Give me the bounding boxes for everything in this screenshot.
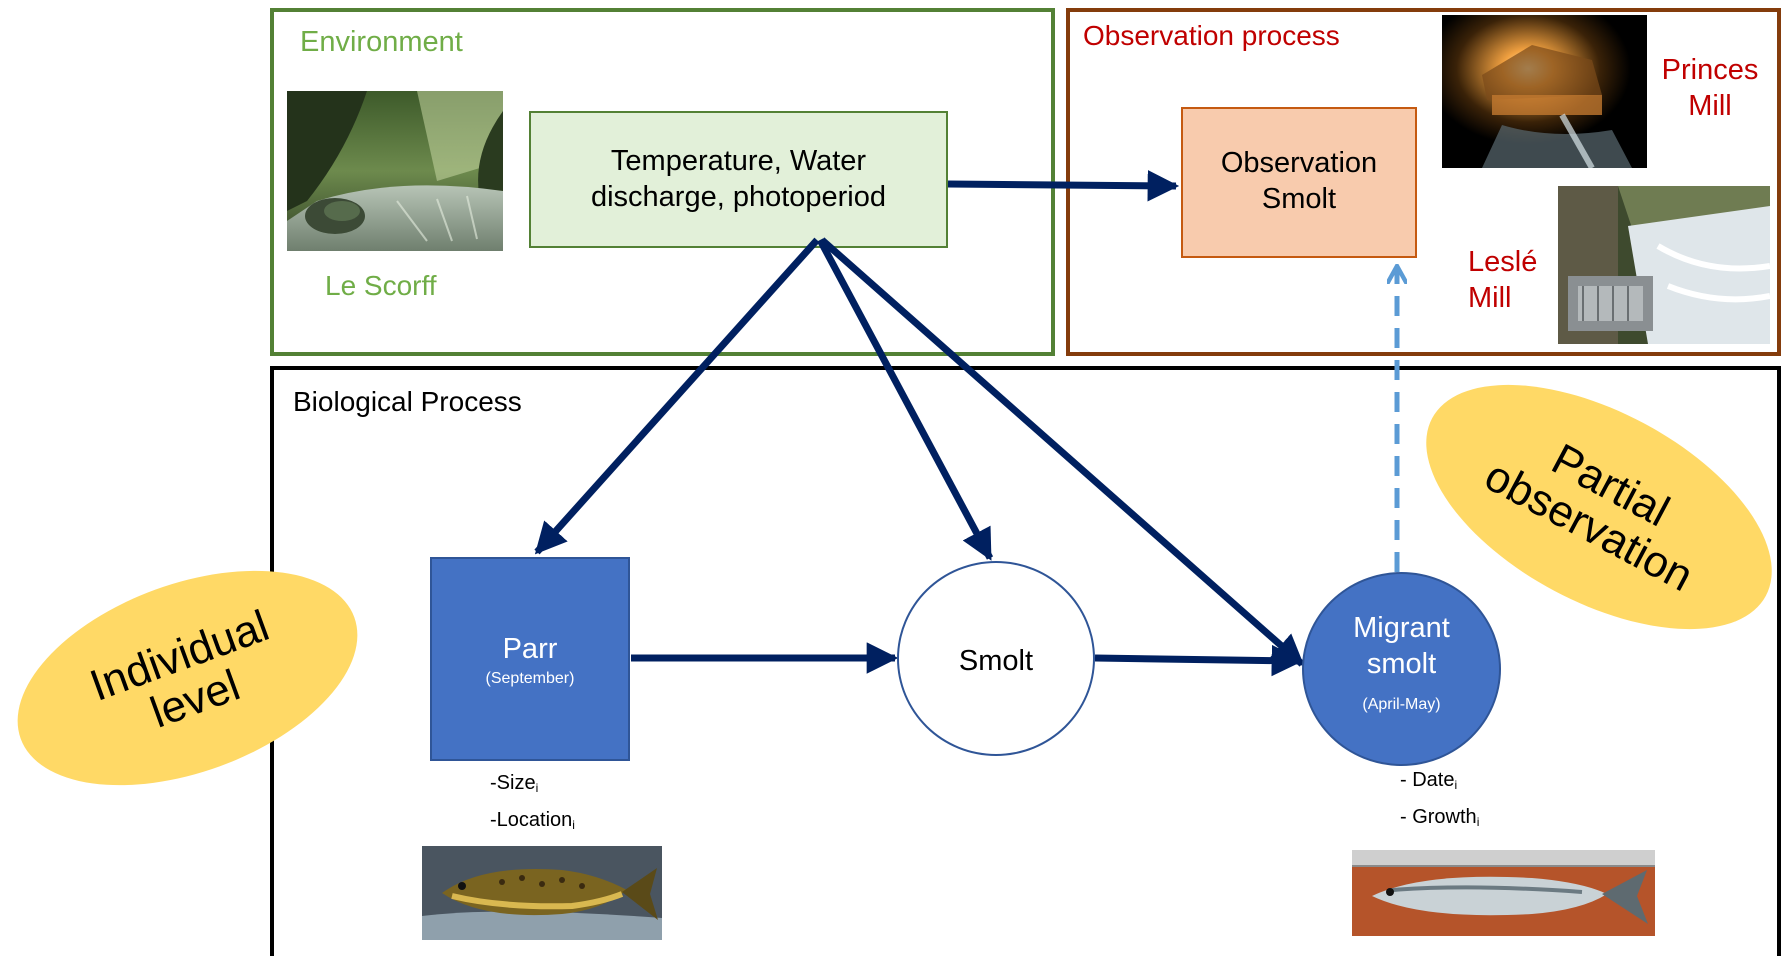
drivers-line-1: Temperature, Water — [610, 145, 867, 177]
migrant-attributes: - Datei - Growthi — [1400, 764, 1479, 838]
arrow-drivers-to-migrant — [819, 237, 1305, 667]
drivers-line-2: discharge, photoperiod — [590, 181, 887, 214]
fish-trap-photo-icon — [1558, 186, 1770, 344]
observation-box-line-1: Observation — [1220, 147, 1378, 179]
biological-title: Biological Process — [293, 386, 522, 417]
parr-fish-photo-icon — [422, 846, 662, 940]
observation-box-line-2: Smolt — [1261, 183, 1337, 216]
mill-night-photo-icon — [1442, 15, 1647, 168]
parr-attributes: -Sizei -Locationi — [490, 767, 575, 841]
migrant-line-1: Migrant — [1353, 612, 1450, 644]
migrant-smolt-node: Migrant smolt (April-May) — [1302, 572, 1501, 766]
environmental-drivers-box: Temperature, Water discharge, photoperio… — [529, 111, 948, 248]
parr-sublabel: (September) — [485, 670, 575, 688]
arrow-drivers-to-observation — [947, 170, 1180, 202]
migrant-attribute: - Datei — [1400, 769, 1458, 792]
arrow-drivers-to-parr — [534, 237, 820, 555]
river-photo-icon — [287, 91, 503, 251]
lesle-mill-label: Leslé Mill — [1468, 246, 1538, 315]
smolt-fish-photo-icon — [1352, 850, 1655, 936]
location-label: Le Scorff — [325, 270, 437, 301]
environment-title: Environment — [300, 26, 463, 58]
parr-label: Parr — [502, 633, 558, 665]
migrant-attribute: - Growthi — [1400, 806, 1480, 829]
smolt-label: Smolt — [958, 645, 1034, 677]
princes-mill-label: Princes Mill — [1661, 54, 1759, 123]
parr-attribute: -Sizei — [490, 772, 539, 795]
observation-smolt-box: Observation Smolt — [1181, 107, 1417, 258]
arrow-smolt-to-migrant — [1094, 644, 1304, 677]
arrow-drivers-to-smolt — [816, 238, 994, 561]
migrant-line-2: smolt — [1366, 648, 1437, 681]
observation-title: Observation process — [1083, 20, 1340, 51]
parr-attribute: -Locationi — [490, 809, 575, 832]
parr-node: Parr (September) — [430, 557, 630, 761]
smolt-node: Smolt — [897, 561, 1095, 756]
migrant-sublabel: (April-May) — [1362, 695, 1441, 713]
